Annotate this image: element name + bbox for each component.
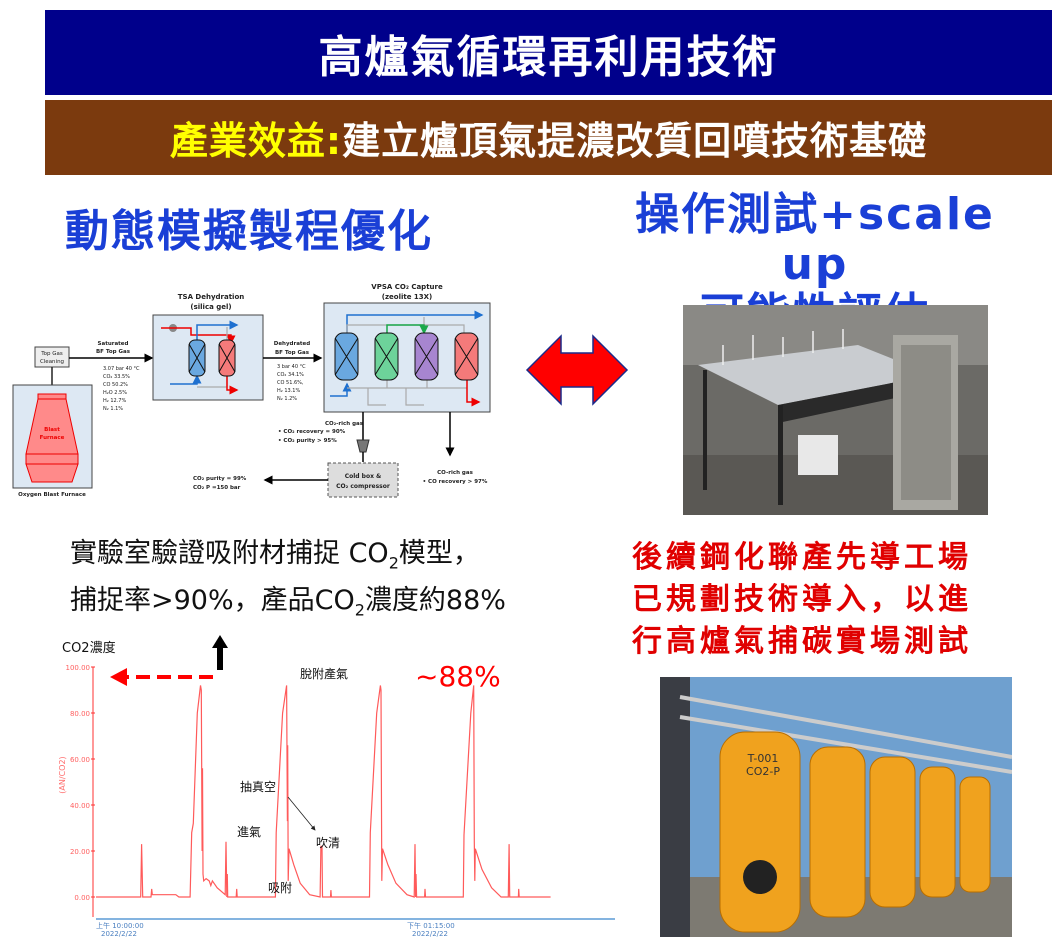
lab-validation-note: 實驗室驗證吸附材捕捉 CO2模型， 捕捉率>90%，產品CO2濃度約88%: [70, 535, 506, 630]
y-tick-label: 0.00: [74, 894, 90, 902]
bf-top-gas-label: BF Top Gas: [96, 349, 131, 355]
x-tick-label: 2022/2/22: [101, 930, 137, 938]
annotation-vacuum: 抽真空: [240, 780, 276, 794]
note-subscript: 2: [388, 553, 399, 573]
furnace-label: Furnace: [40, 435, 65, 441]
vpsa-subtitle: (zeolite 13X): [382, 293, 433, 301]
benefit-label: 產業效益:: [169, 119, 343, 163]
co-recovery-label: • CO recovery > 97%: [423, 479, 488, 485]
co2-purity-99-label: CO₂ purity = 99%: [193, 476, 247, 482]
top-gas-label: Top Gas: [40, 351, 63, 357]
double-arrow-icon: [525, 334, 629, 406]
pilot-plant-note: 後續鋼化聯產先導工場 已規劃技術導入，以進 行高爐氣捕碳實場測試: [632, 537, 972, 663]
x-tick-label: 2022/2/22: [412, 930, 448, 938]
annotation-feed: 進氣: [237, 825, 261, 839]
up-arrow-icon: [212, 635, 228, 670]
annotation-88-percent: ~88%: [415, 660, 501, 693]
industry-benefit-banner: 產業效益:建立爐頂氣提濃改質回噴技術基礎: [45, 100, 1052, 175]
co2-pressure-label: CO₂ P =150 bar: [193, 485, 241, 491]
blast-furnace-icon: [25, 393, 79, 483]
process-flow-diagram: Top Gas Cleaning Blast Furnace Oxygen Bl…: [12, 283, 491, 498]
x-tick-label: 上午 10:00:00: [96, 921, 144, 930]
annotation-arrow: [287, 796, 316, 831]
chart-title: CO2濃度: [62, 640, 116, 656]
oxygen-blast-furnace-label: Oxygen Blast Furnace: [18, 492, 86, 498]
y-tick-label: 40.00: [70, 802, 90, 810]
composition-line: N₂ 1.1%: [103, 406, 123, 412]
tsa-title: TSA Dehydration: [178, 293, 245, 301]
dehydrated-label: Dehydrated: [274, 341, 311, 347]
composition-line: CO 50.2%: [103, 382, 128, 388]
note-text: 實驗室驗證吸附材捕捉 CO: [70, 538, 389, 569]
pilot-note-line: 行高爐氣捕碳實場測試: [632, 624, 972, 659]
co2-series-line: [96, 685, 551, 898]
vpsa-title: VPSA CO₂ Capture: [371, 283, 443, 291]
co2-recovery-label: • CO₂ recovery = 90%: [278, 429, 346, 435]
y-axis-label: (AN/CO2): [58, 756, 67, 793]
annotation-purge: 吹清: [316, 836, 340, 850]
composition-line: N₂ 1.2%: [277, 396, 297, 402]
composition-line: 3 bar 40 °C: [277, 364, 306, 370]
cold-box-label: Cold box &: [345, 473, 382, 480]
blast-label: Blast: [44, 427, 60, 433]
co-rich-label: CO-rich gas: [437, 470, 473, 476]
composition-line: H₂ 13.1%: [277, 388, 300, 394]
co2-purity-label: • CO₂ purity > 95%: [278, 438, 337, 444]
composition-line: CO₂ 33.5%: [103, 374, 130, 380]
test-rig-photo: [683, 305, 988, 515]
composition-line: 3.07 bar 40 °C: [103, 366, 140, 372]
annotation-adsorption: 吸附: [268, 881, 292, 895]
note-subscript: 2: [354, 600, 365, 620]
co2-concentration-chart: CO2濃度 (AN/CO2) 100.00 80.00 60.00 40.00 20.0…: [58, 635, 615, 938]
composition-line: H₂O 2.5%: [103, 390, 127, 396]
note-text: 模型，: [398, 538, 480, 569]
composition-line: CO 51.6%,: [277, 380, 304, 386]
pilot-plant-photo: T-001 CO2-P: [660, 677, 1012, 937]
co2-rich-label: CO₂-rich gas: [325, 421, 364, 427]
tank-label: T-001: [747, 752, 779, 765]
y-tick-label: 100.00: [66, 664, 91, 672]
tank-label: CO2-P: [746, 765, 780, 778]
left-arrow-icon: [110, 668, 127, 686]
y-tick-label: 80.00: [70, 710, 90, 718]
saturated-label: Saturated: [98, 341, 129, 347]
annotation-desorption: 脫附產氣: [300, 666, 348, 681]
right-heading-line1: 操作測試+scale up: [635, 189, 995, 290]
pilot-note-line: 已規劃技術導入，以進: [632, 582, 972, 617]
note-text: 濃度約88%: [364, 585, 506, 617]
dehydrated-bf-label: BF Top Gas: [275, 350, 310, 356]
composition-line: H₂ 12.7%: [103, 398, 126, 404]
pilot-note-line: 後續鋼化聯產先導工場: [632, 540, 972, 575]
cleaning-label: Cleaning: [40, 359, 64, 365]
y-tick-label: 20.00: [70, 848, 90, 856]
note-text: 捕捉率>90%，產品CO: [70, 585, 355, 617]
condenser-funnel-icon: [356, 439, 370, 453]
x-tick-label: 下午 01:15:00: [407, 921, 455, 930]
y-tick-label: 60.00: [70, 756, 90, 764]
composition-line: CO₂ 34.1%: [277, 372, 304, 378]
left-heading: 動態模擬製程優化: [65, 206, 433, 257]
benefit-text: 建立爐頂氣提濃改質回噴技術基礎: [342, 119, 928, 163]
tsa-subtitle: (silica gel): [190, 303, 231, 311]
cold-box: [327, 462, 399, 498]
compressor-label: CO₂ compressor: [336, 483, 390, 490]
slide-title: 高爐氣循環再利用技術: [45, 10, 1052, 95]
